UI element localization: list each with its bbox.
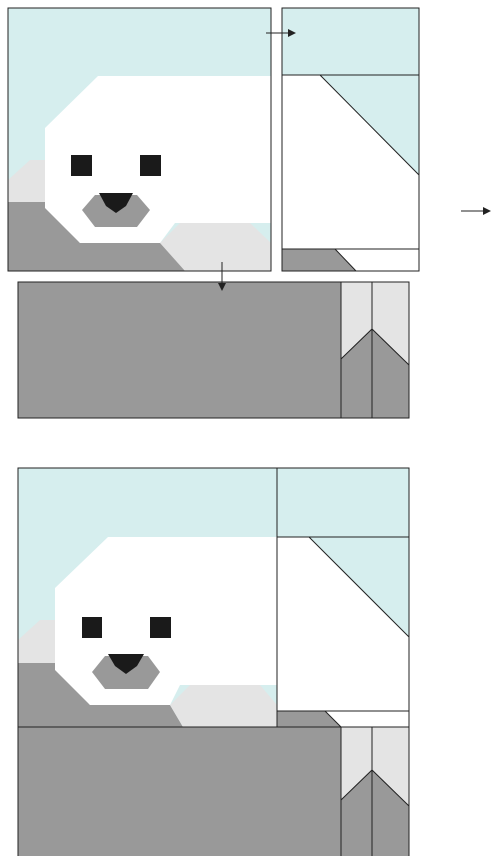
assembled-right-eye [150, 617, 171, 638]
assembled-left-eye [82, 617, 102, 638]
assembled-quilt-block [18, 468, 409, 856]
block-a-seal-face [8, 8, 271, 271]
block-c-ground-strip [18, 282, 409, 418]
assembled-flipper [170, 685, 277, 727]
block-a-left-eye [71, 155, 92, 176]
block-b-side-strip [282, 8, 419, 271]
block-a-right-eye [140, 155, 161, 176]
arrow-right-icon [461, 207, 491, 215]
